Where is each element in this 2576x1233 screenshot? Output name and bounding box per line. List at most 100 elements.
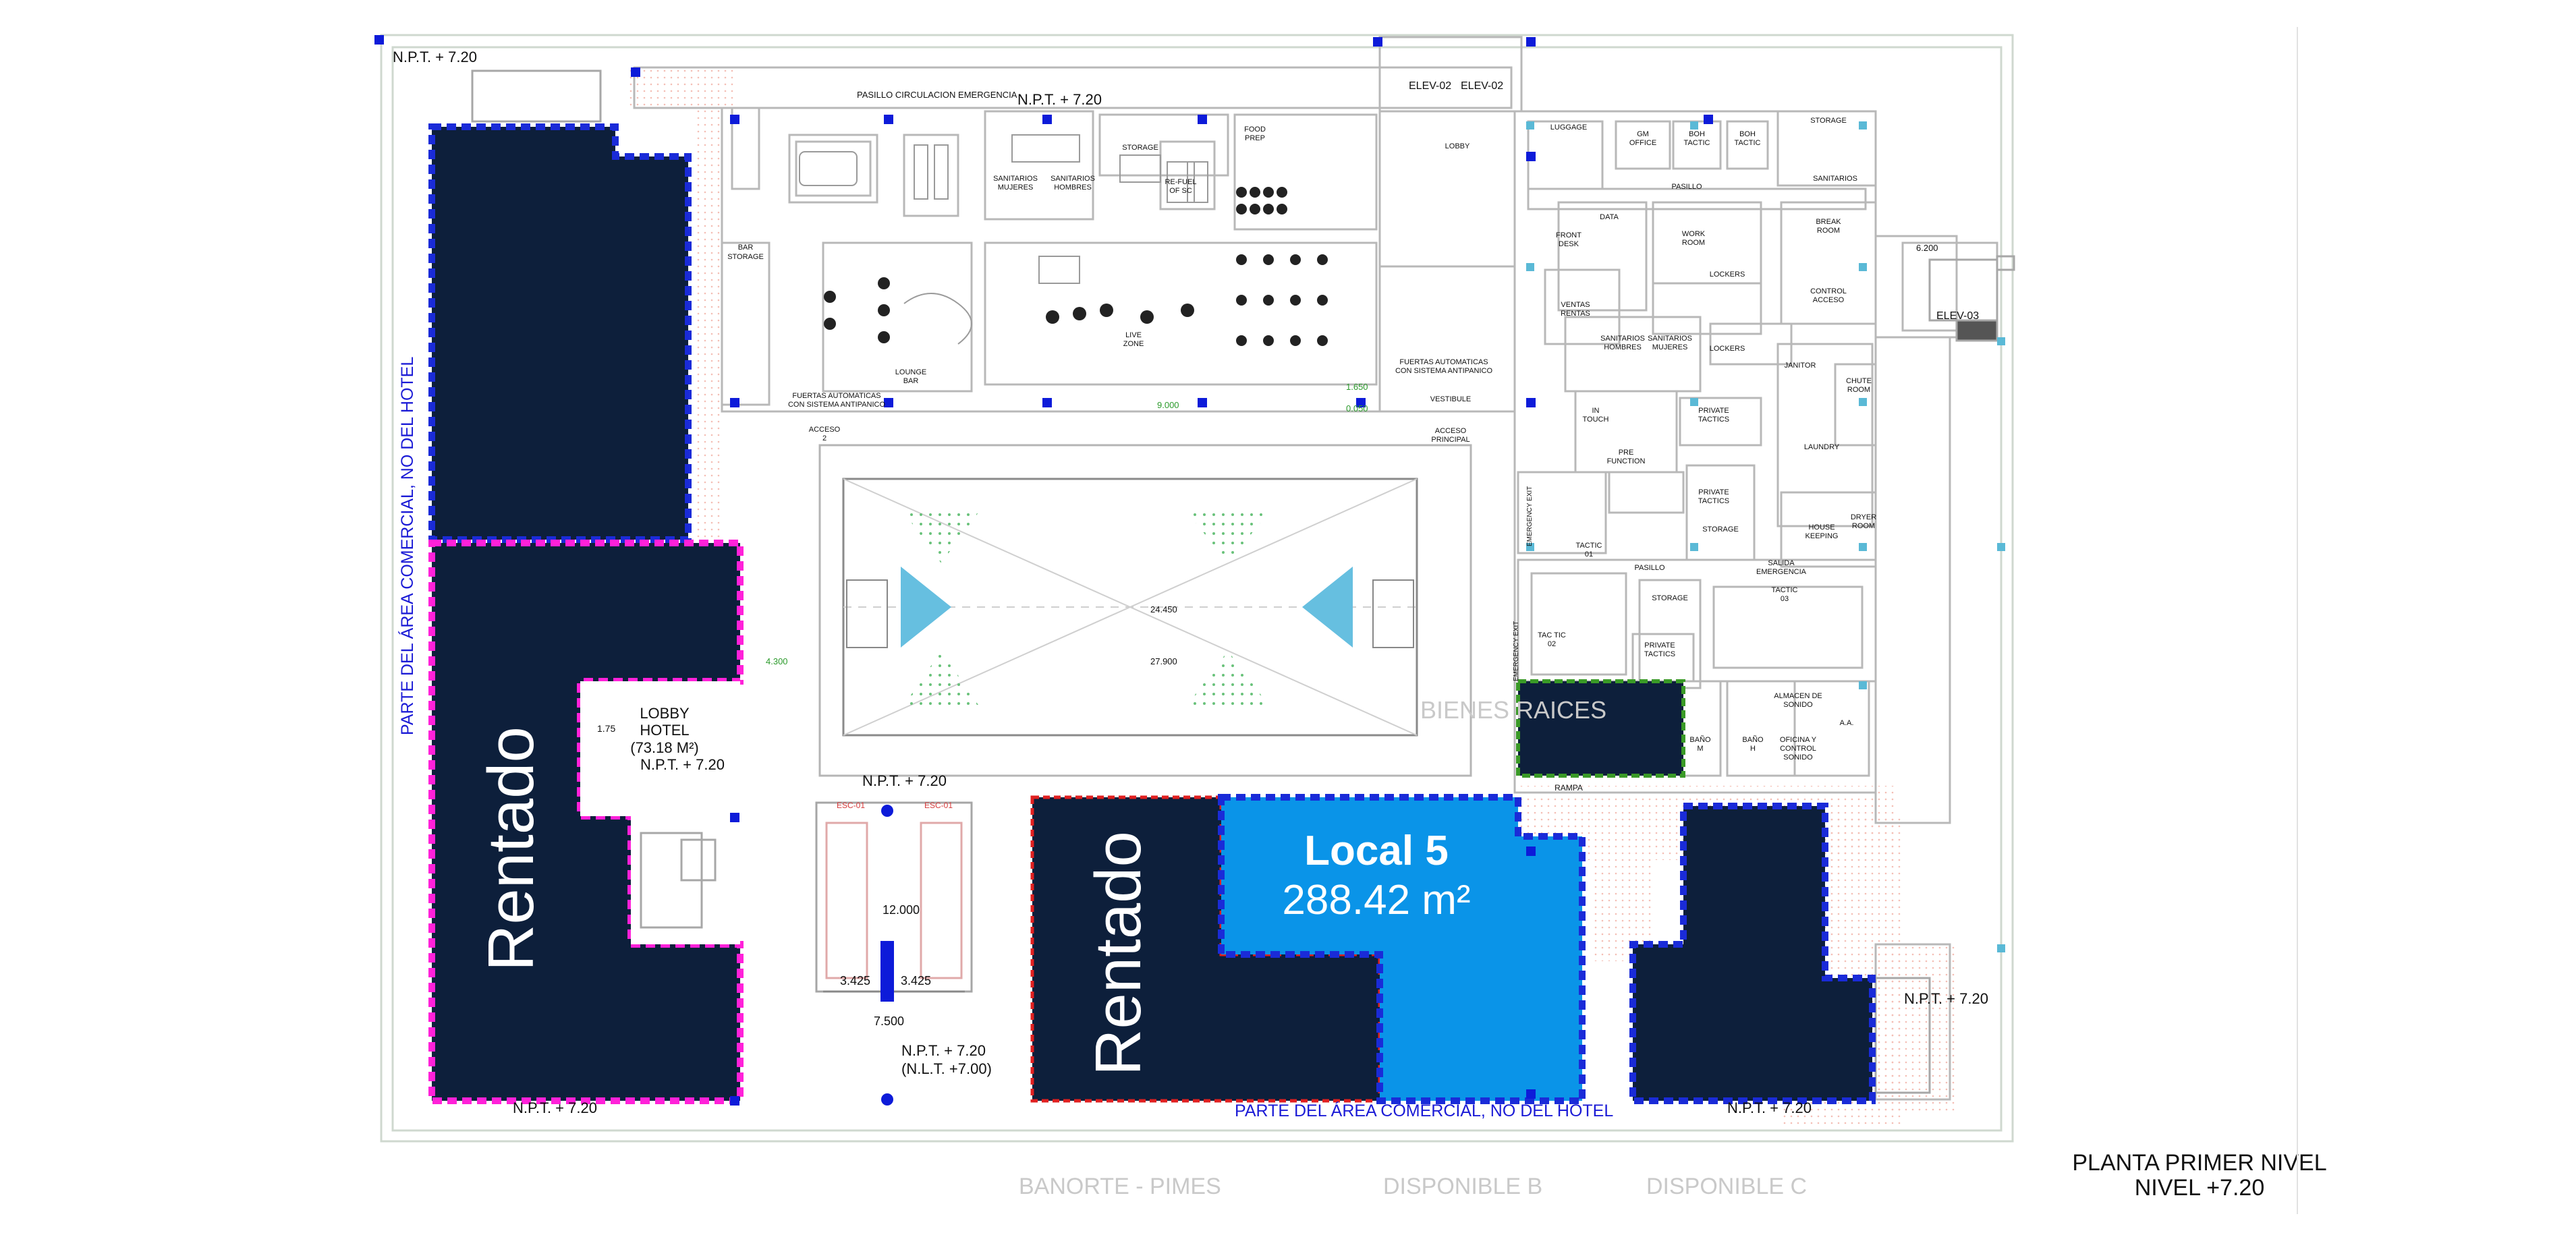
private-tactics-2-label: PRIVATE (1698, 488, 1729, 496)
in-touch-label: IN (1592, 407, 1600, 415)
private-tactics-2-label-b: TACTICS (1698, 497, 1729, 505)
dim-7500: 7.500 (874, 1014, 904, 1028)
dim-24450: 24.450 (1150, 604, 1177, 614)
sanitarios-h2-label: SANITARIOS (1600, 335, 1645, 343)
acceso-principal-label: ACCESO (1435, 427, 1467, 435)
refuel-label-b: OF SC (1169, 187, 1192, 195)
lockers-2-label: LOCKERS (1710, 345, 1745, 353)
dim-9000: 9.000 (1157, 400, 1179, 410)
elev-03-label: ELEV-03 (1936, 310, 1979, 322)
tactic-03-label-b: 03 (1781, 595, 1789, 603)
storage-right-label: STORAGE (1810, 117, 1847, 125)
unit-local-5[interactable] (1218, 794, 1586, 1104)
sanitarios-hombres-label-b: HOMBRES (1054, 183, 1092, 192)
sanitarios-right-label: SANITARIOS (1813, 175, 1857, 183)
central-atrium (818, 444, 1472, 777)
unit-right[interactable] (1629, 803, 1876, 1104)
emergency-exit-1-label: EMERGENCY EXIT (1526, 486, 1534, 546)
escalator-marker (880, 941, 894, 1002)
private-tactics-3-label: PRIVATE (1644, 641, 1675, 650)
almacen-sonido-label: ALMACEN DE (1774, 692, 1822, 700)
site-outline (380, 34, 2014, 1143)
column-markers (374, 35, 1713, 1106)
fuertas-2b-label: CON SISTEMA ANTIPANICO (1395, 367, 1492, 375)
bano-h-label: BAÑO (1742, 735, 1764, 744)
column-markers-cyan (1526, 121, 2005, 952)
rentado-center-label: Rentado (1082, 831, 1154, 1076)
lockers-1-label: LOCKERS (1710, 270, 1745, 279)
pre-function-label-b: FUNCTION (1607, 457, 1646, 465)
data-label: DATA (1600, 213, 1619, 221)
esc-01a-label: ESC-01 (837, 801, 865, 810)
lounge-bar-label: LOUNGE (895, 368, 926, 376)
oficina-control-label-b: CONTROL (1780, 745, 1816, 753)
bano-h-label-b: H (1750, 745, 1756, 753)
front-desk-label: FRONT (1556, 231, 1581, 239)
luggage-label: LUGGAGE (1550, 123, 1587, 132)
salida-emergencia-label-b: EMERGENCIA (1756, 568, 1807, 576)
hotel-floor-lines (633, 36, 1998, 1101)
boh-tactic-2-label-b: TACTIC (1735, 139, 1761, 147)
npt-escalator-top: N.P.T. + 7.20 (862, 772, 947, 789)
chute-room-label: CHUTE (1846, 377, 1872, 385)
refuel-label: RE-FUEL (1165, 178, 1196, 186)
npt-bottom-right: N.P.T. + 7.20 (1727, 1099, 1812, 1116)
tactic-01-label: TACTIC (1576, 542, 1602, 550)
npt-bottom-left: N.P.T. + 7.20 (513, 1099, 597, 1116)
level-marker (881, 1093, 893, 1106)
in-touch-label-b: TOUCH (1583, 415, 1609, 424)
tactic-01-label-b: 01 (1585, 550, 1593, 558)
gm-office-label: GM (1637, 130, 1649, 138)
dim-6200: 6.200 (1916, 243, 1938, 253)
local-5-area: 288.42 m² (1282, 877, 1470, 923)
dim-0050: 0.050 (1346, 403, 1368, 413)
control-acceso-label-b: ACCESO (1813, 296, 1845, 304)
banorte-label: BANORTE - PIMES (1019, 1174, 1221, 1199)
sanitarios-mujeres-label: SANITARIOS (993, 175, 1038, 183)
storage-low-label: STORAGE (1652, 594, 1688, 602)
furniture-hints (799, 134, 1208, 345)
nlt-escalator-bottom: (N.L.T. +7.00) (901, 1060, 992, 1077)
pasillo-emergencia-label: PASILLO CIRCULACION EMERGENCIA (857, 90, 1017, 100)
unit-rentado-left[interactable] (428, 123, 744, 1104)
emergency-exit-2-label: EMERGENCY EXIT (1513, 621, 1520, 681)
boh-tactic-2-label: BOH (1739, 130, 1756, 138)
lobby-hotel-area: (73.18 M²) (630, 739, 698, 756)
aa-label: A.A. (1840, 719, 1854, 727)
control-acceso-label: CONTROL (1810, 287, 1847, 295)
rentado-left-label: Rentado (475, 726, 547, 971)
private-tactics-1-label-b: TACTICS (1698, 415, 1729, 424)
npt-lobby: N.P.T. + 7.20 (640, 756, 725, 773)
pasillo-mid-label: PASILLO (1634, 564, 1664, 572)
ventas-rentas-label: VENTAS (1561, 301, 1590, 309)
plan-title: PLANTA PRIMER NIVEL (2072, 1150, 2326, 1176)
tactic-02-label-b: 02 (1548, 640, 1556, 648)
lobby-upper-label: LOBBY (1445, 142, 1470, 150)
private-tactics-3-label-b: TACTICS (1644, 650, 1675, 658)
bar-storage-label: BAR (738, 243, 754, 252)
dim-27900: 27.900 (1150, 656, 1177, 666)
rampa-label: RAMPA (1555, 783, 1583, 793)
ventas-rentas-label-b: RENTAS (1561, 310, 1590, 318)
work-room-label: WORK (1682, 230, 1706, 238)
commercial-note-bottom: PARTE DEL ÁREA COMERCIAL, NO DEL HOTEL (1235, 1101, 1613, 1120)
lobby-hotel-pocket (580, 681, 740, 816)
break-room-label-b: ROOM (1817, 227, 1840, 235)
fuertas-1-label: FUERTAS AUTOMATICAS (792, 392, 880, 400)
food-prep-label: FOOD (1244, 125, 1266, 134)
dim-3425b: 3.425 (901, 974, 931, 987)
unit-small-green[interactable] (1516, 679, 1685, 778)
janitor-label: JANITOR (1785, 362, 1816, 370)
acceso-principal-label-b: PRINCIPAL (1431, 436, 1469, 444)
laundry-label: LAUNDRY (1804, 443, 1840, 451)
pre-function-label: PRE (1619, 449, 1634, 457)
sanitarios-mujeres-label-b: MUJERES (998, 183, 1034, 192)
dim-12000: 12.000 (883, 903, 920, 917)
triangle-east (1302, 567, 1353, 648)
live-zone-label: LIVE (1125, 331, 1142, 339)
dryer-room-label: DRYER (1851, 513, 1876, 521)
boh-tactic-1-label-b: TACTIC (1684, 139, 1710, 147)
plan-subtitle: NIVEL +7.20 (2135, 1175, 2264, 1201)
oficina-control-label-c: SONIDO (1783, 753, 1813, 762)
table-groups (824, 187, 1328, 346)
